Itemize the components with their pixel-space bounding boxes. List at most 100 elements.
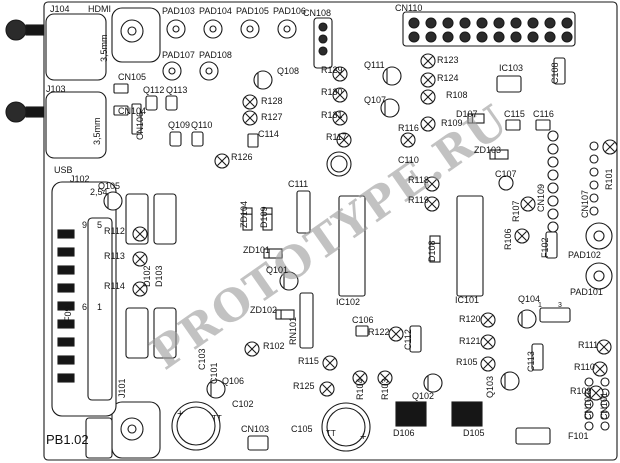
component-shape	[253, 70, 273, 90]
component-shape	[409, 325, 422, 353]
component-shape	[483, 337, 493, 347]
component-shape	[45, 13, 107, 81]
component-shape	[209, 25, 217, 33]
component-shape	[57, 337, 75, 347]
component-shape	[395, 401, 427, 427]
component-shape	[517, 231, 527, 241]
component-shape	[589, 206, 599, 216]
component-shape	[283, 25, 291, 33]
component-shape	[423, 92, 433, 102]
component-shape	[153, 307, 177, 359]
component-shape	[57, 373, 75, 383]
component-shape	[553, 57, 566, 85]
component-shape	[57, 247, 75, 257]
component-shape	[547, 195, 559, 207]
component-shape	[262, 207, 273, 231]
component-shape	[589, 167, 599, 177]
component-shape	[113, 83, 129, 94]
component-shape	[206, 379, 226, 399]
component-shape	[242, 207, 253, 231]
component-shape	[423, 119, 433, 129]
component-shape	[127, 26, 137, 36]
component-shape	[246, 25, 254, 33]
component-shape	[113, 105, 129, 116]
component-shape	[584, 377, 594, 387]
component-shape	[5, 101, 27, 123]
board-version-label: PB1.02	[46, 432, 89, 447]
component-shape	[545, 231, 558, 259]
component-shape	[547, 182, 559, 194]
component-shape	[584, 399, 594, 409]
component-shape	[539, 307, 571, 323]
component-shape	[145, 95, 158, 111]
component-shape	[247, 435, 269, 451]
component-shape	[427, 179, 437, 189]
component-shape	[600, 399, 610, 409]
component-shape	[425, 17, 437, 29]
component-shape	[125, 307, 149, 359]
component-shape	[325, 358, 335, 368]
component-shape	[335, 69, 345, 79]
component-shape	[589, 180, 599, 190]
component-shape	[561, 31, 573, 43]
component-shape	[599, 342, 609, 352]
component-shape	[326, 407, 366, 447]
component-shape	[57, 355, 75, 365]
component-shape	[467, 113, 485, 124]
component-shape	[527, 17, 539, 29]
component-shape	[247, 133, 259, 148]
component-shape	[547, 169, 559, 181]
component-shape	[335, 90, 345, 100]
component-shape	[523, 199, 533, 209]
component-shape	[408, 31, 420, 43]
component-shape	[191, 131, 204, 147]
component-shape	[496, 75, 522, 93]
component-shape	[535, 119, 551, 131]
component-shape	[135, 229, 145, 239]
component-shape	[338, 195, 366, 297]
component-shape	[547, 143, 559, 155]
component-shape	[318, 22, 328, 32]
component-shape	[544, 31, 556, 43]
component-shape	[423, 373, 443, 393]
component-shape	[547, 156, 559, 168]
component-shape	[459, 17, 471, 29]
component-shape	[544, 17, 556, 29]
component-shape	[483, 359, 493, 369]
component-shape	[57, 229, 75, 239]
component-shape	[355, 325, 369, 337]
component-shape	[593, 230, 605, 242]
component-shape	[589, 141, 599, 151]
component-shape	[5, 19, 27, 41]
component-shape	[318, 34, 328, 44]
component-shape	[296, 190, 311, 234]
component-shape	[498, 175, 514, 191]
component-shape	[45, 91, 107, 159]
component-shape	[500, 371, 520, 391]
component-shape	[135, 254, 145, 264]
component-shape	[247, 344, 257, 354]
component-shape	[423, 75, 433, 85]
component-shape	[127, 424, 137, 434]
component-shape	[330, 155, 348, 173]
component-shape	[85, 417, 113, 459]
component-shape	[505, 119, 521, 131]
component-shape	[355, 373, 365, 383]
component-shape	[57, 283, 75, 293]
component-shape	[515, 427, 551, 445]
component-shape	[600, 377, 610, 387]
component-shape	[476, 17, 488, 29]
component-shape	[57, 265, 75, 275]
component-shape	[584, 421, 594, 431]
component-shape	[380, 373, 390, 383]
component-shape	[425, 31, 437, 43]
component-shape	[442, 17, 454, 29]
component-shape	[217, 156, 227, 166]
component-shape	[561, 17, 573, 29]
component-shape	[589, 154, 599, 164]
component-shape	[25, 106, 45, 118]
component-shape	[87, 217, 113, 401]
component-shape	[510, 31, 522, 43]
